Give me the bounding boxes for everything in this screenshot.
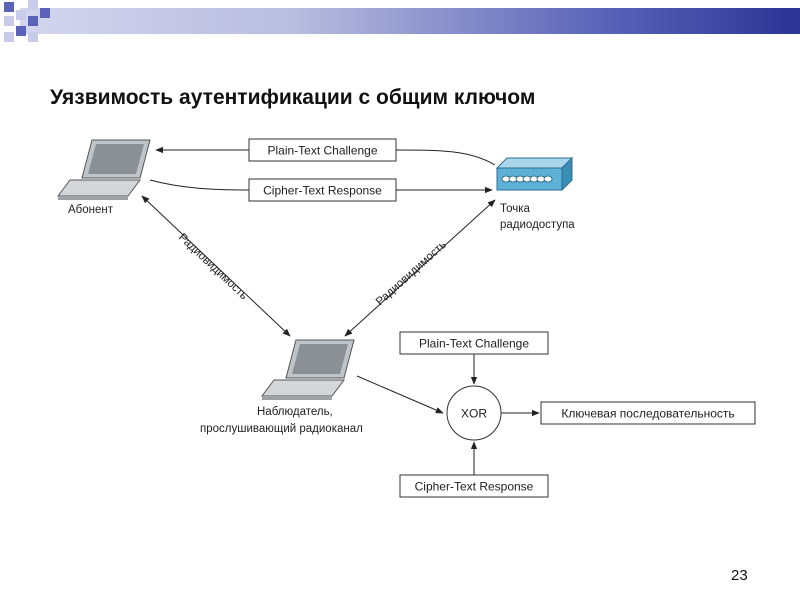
xor-label: XOR <box>461 407 487 421</box>
plain-text-challenge-top-label: Plain-Text Challenge <box>267 144 377 158</box>
cipher-text-response-top-label: Cipher-Text Response <box>263 184 382 198</box>
header-gradient-bar <box>20 8 800 34</box>
plain-text-challenge-bottom-label: Plain-Text Challenge <box>419 337 529 351</box>
plain-text-challenge-box-top <box>248 138 397 162</box>
observer-label-line2: прослушивающий радиоканал <box>200 423 363 435</box>
slide-title: Уязвимость аутентификации с общим ключом <box>50 86 536 109</box>
subscriber-label: Абонент <box>68 204 114 216</box>
cipher-text-response-bottom-label: Cipher-Text Response <box>415 480 534 494</box>
header-squares-decoration <box>0 0 60 60</box>
observer-label-line1: Наблюдатель, <box>257 406 333 418</box>
keystream-box <box>540 401 756 425</box>
access-point-label-line2: радиодоступа <box>500 219 575 231</box>
page-number: 23 <box>731 567 748 584</box>
subscriber-laptop-icon <box>57 139 151 200</box>
access-point-icon <box>495 156 574 192</box>
observer-laptop-icon <box>261 339 355 400</box>
right-radio-visibility-label: Радиовидимость <box>374 239 449 308</box>
access-point-label-line1: Точка <box>500 203 531 215</box>
left-radio-visibility-label: Радиовидимость <box>176 231 250 302</box>
keystream-label: Ключевая последовательность <box>561 407 734 421</box>
